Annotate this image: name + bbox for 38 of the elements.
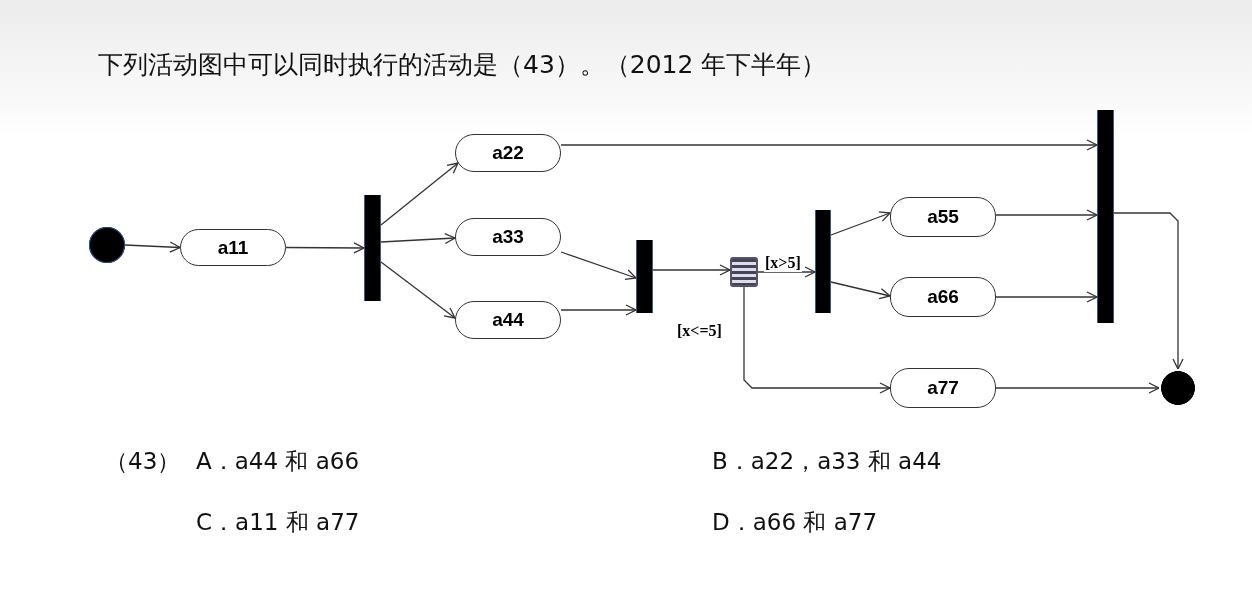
question-text: 下列活动图中可以同时执行的活动是（43）。（2012 年下半年） (98, 49, 827, 81)
arrow (124, 241, 181, 253)
answer-option: B．a22，a33 和 a44 (712, 446, 942, 477)
arrow (743, 286, 891, 394)
arrow (380, 162, 459, 226)
arrow (652, 264, 731, 276)
arrow (560, 139, 1098, 151)
activity-box: a77 (890, 368, 996, 408)
arrow (380, 232, 456, 245)
arrow (1113, 212, 1184, 370)
sync-bar (636, 240, 653, 313)
arrow (560, 251, 637, 281)
guard-label: [x>5] (764, 254, 802, 272)
arrow (285, 242, 365, 254)
arrow (995, 291, 1098, 303)
arrow (757, 266, 816, 278)
activity-box: a22 (455, 134, 561, 172)
activity-box: a66 (890, 277, 996, 317)
arrow (380, 261, 456, 319)
activity-box: a33 (455, 218, 561, 256)
answer-option: D．a66 和 a77 (712, 507, 878, 538)
initial-node (89, 227, 125, 263)
sync-bar (815, 210, 831, 313)
activity-box: a11 (180, 229, 286, 266)
activity-box: a44 (455, 301, 561, 339)
decision-node (730, 257, 758, 287)
arrow (830, 281, 891, 300)
guard-label: [x<=5] (676, 322, 723, 340)
arrow (560, 304, 637, 316)
question-number: （43） (105, 447, 181, 476)
answer-option: C．a11 和 a77 (196, 507, 360, 538)
sync-bar (364, 195, 381, 301)
arrow (995, 209, 1098, 221)
sync-bar (1097, 110, 1114, 323)
answer-option: A．a44 和 a66 (196, 446, 360, 477)
arrow (995, 382, 1160, 394)
activity-box: a55 (890, 197, 996, 237)
arrow (830, 211, 891, 236)
